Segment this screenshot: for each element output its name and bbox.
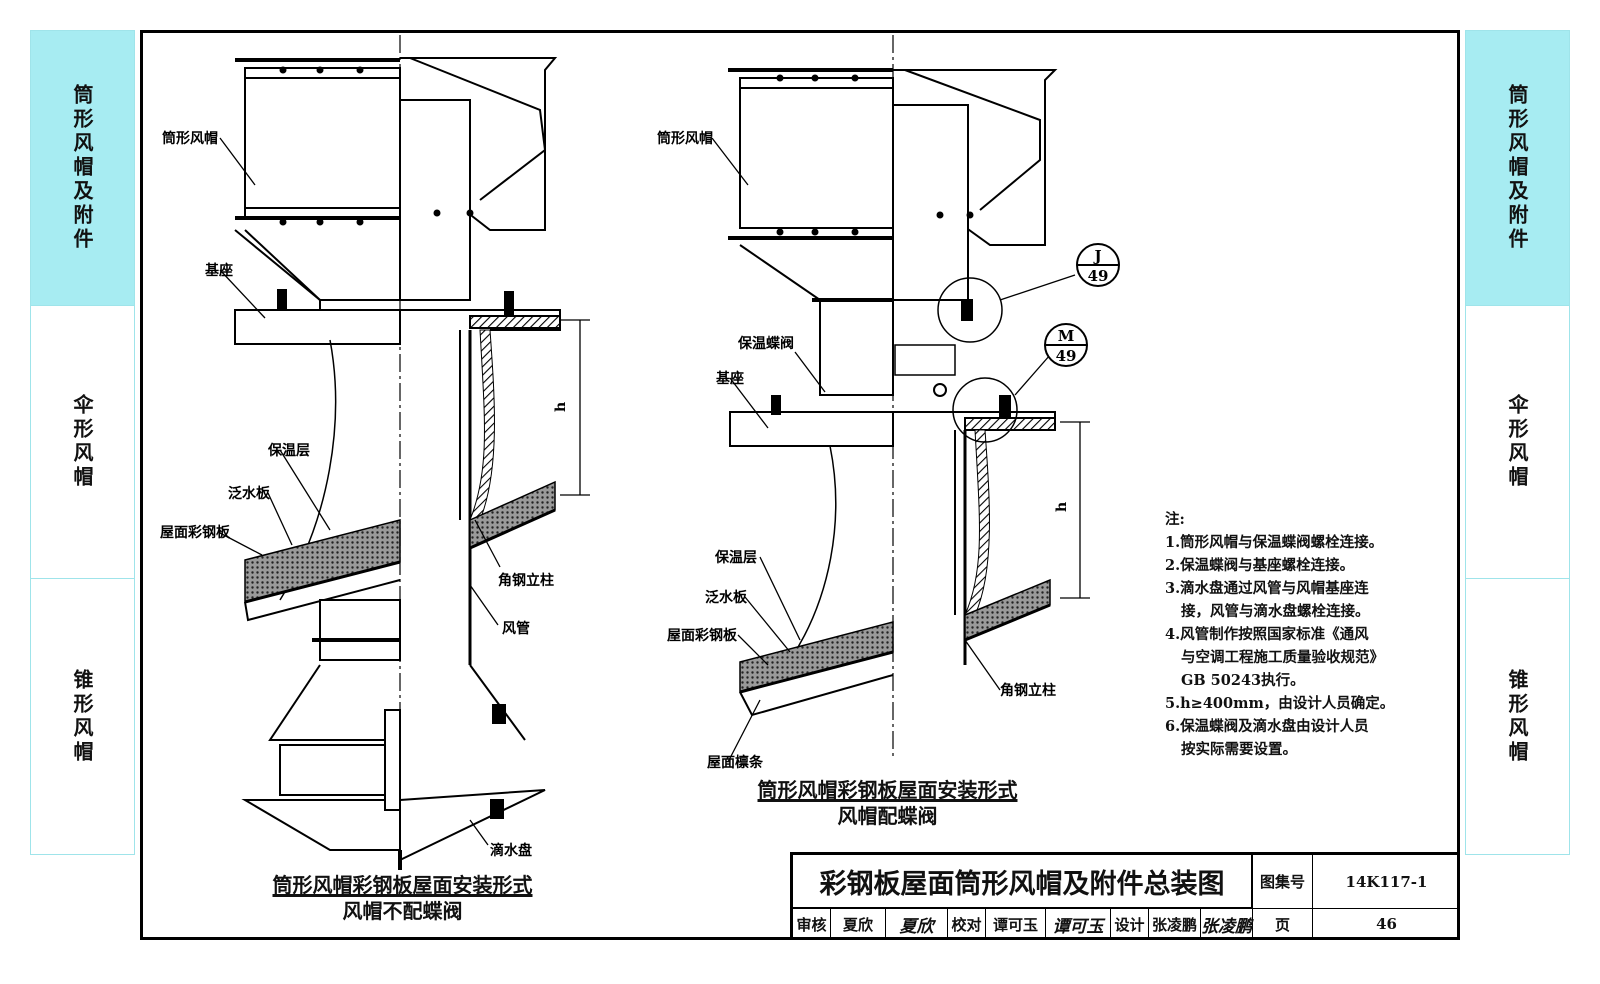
right-label-base: 基座	[716, 370, 744, 387]
right-label-angle-post: 角钢立柱	[1000, 682, 1056, 699]
left-label-flashing: 泛水板	[228, 485, 271, 502]
detail-j-letter: J	[1092, 247, 1101, 265]
left-label-h: h	[553, 402, 569, 412]
detail-m-letter: M	[1058, 327, 1075, 345]
note-line: 接，风管与滴水盘螺栓连接。	[1181, 603, 1370, 620]
left-label-base: 基座	[205, 262, 233, 279]
side-tab-label: 伞形风帽	[70, 394, 94, 490]
side-tab-label: 筒形风帽及附件	[70, 84, 94, 252]
review-label: 审核	[793, 909, 831, 940]
right-label-insulation: 保温层	[714, 549, 757, 566]
checker-name: 谭可玉	[986, 909, 1046, 940]
left-caption-line2: 风帽不配蝶阀	[342, 899, 463, 923]
reviewer-name: 夏欣	[831, 909, 886, 940]
left-assembly	[219, 35, 590, 870]
note-line: 1.筒形风帽与保温蝶阀螺栓连接。	[1165, 534, 1384, 551]
notes-heading: 注:	[1165, 511, 1185, 528]
note-line: 2.保温蝶阀与基座螺栓连接。	[1165, 557, 1355, 574]
left-label-roof-panel: 屋面彩钢板	[160, 524, 231, 541]
left-label-duct: 风管	[502, 620, 530, 637]
notes: 注: 1.筒形风帽与保温蝶阀螺栓连接。 2.保温蝶阀与基座螺栓连接。 3.滴水盘…	[1165, 508, 1440, 761]
left-label-hood: 筒形风帽	[162, 130, 218, 147]
note-line: 与空调工程施工质量验收规范》	[1181, 649, 1384, 666]
right-label-roof-panel: 屋面彩钢板	[667, 627, 738, 644]
left-label-drip-tray: 滴水盘	[490, 842, 532, 859]
note-line: 4.风管制作按照国家标准《通风	[1165, 626, 1369, 643]
side-tab-cylindrical[interactable]: 筒形风帽及附件	[31, 31, 134, 306]
detail-m-sheet: 49	[1056, 347, 1077, 365]
detail-ref-m: M 49	[1044, 323, 1088, 367]
right-side-tabs: 筒形风帽及附件 伞形风帽 锥形风帽	[1465, 30, 1570, 855]
checker-signature: 谭可玉	[1046, 909, 1111, 940]
left-caption-line1: 筒形风帽彩钢板屋面安装形式	[272, 873, 533, 897]
designer-name: 张凌鹏	[1149, 909, 1201, 940]
atlas-label: 图集号	[1253, 855, 1313, 909]
right-label-flashing: 泛水板	[705, 589, 748, 606]
page-number: 46	[1313, 909, 1460, 940]
side-tab-label: 锥形风帽	[70, 668, 94, 765]
design-label: 设计	[1111, 909, 1149, 940]
right-assembly	[711, 35, 1090, 763]
right-label-hood: 筒形风帽	[657, 130, 713, 147]
side-tab-label: 伞形风帽	[1505, 394, 1529, 490]
left-side-tabs: 筒形风帽及附件 伞形风帽 锥形风帽	[30, 30, 135, 855]
reviewer-signature: 夏欣	[886, 909, 948, 940]
side-tab-conical[interactable]: 锥形风帽	[1466, 579, 1569, 854]
drawing-title: 彩钢板屋面筒形风帽及附件总装图	[793, 855, 1253, 909]
page-label: 页	[1253, 909, 1313, 940]
designer-signature: 张凌鹏	[1201, 909, 1253, 940]
left-label-insulation: 保温层	[267, 442, 310, 459]
note-line: 6.保温蝶阀及滴水盘由设计人员	[1165, 718, 1369, 735]
right-label-damper: 保温蝶阀	[737, 335, 794, 352]
detail-ref-j: J 49	[1076, 243, 1120, 287]
right-caption: 筒形风帽彩钢板屋面安装形式 风帽配蝶阀	[715, 777, 1060, 829]
right-caption-line2: 风帽配蝶阀	[837, 804, 938, 828]
note-line: GB 50243执行。	[1181, 672, 1305, 689]
drawing-frame	[140, 30, 1460, 940]
side-tab-cylindrical[interactable]: 筒形风帽及附件	[1466, 31, 1569, 306]
side-tab-umbrella[interactable]: 伞形风帽	[1466, 306, 1569, 579]
right-caption-line1: 筒形风帽彩钢板屋面安装形式	[757, 778, 1018, 802]
note-line: 按实际需要设置。	[1181, 741, 1297, 758]
right-label-h: h	[1054, 502, 1070, 512]
left-caption: 筒形风帽彩钢板屋面安装形式 风帽不配蝶阀	[230, 872, 575, 924]
check-label: 校对	[948, 909, 986, 940]
side-tab-umbrella[interactable]: 伞形风帽	[31, 306, 134, 579]
title-block: 彩钢板屋面筒形风帽及附件总装图 图集号 14K117-1 审核 夏欣 夏欣 校对…	[790, 852, 1460, 940]
right-label-purlin: 屋面檩条	[707, 754, 764, 771]
atlas-number: 14K117-1	[1313, 855, 1460, 909]
note-line: 3.滴水盘通过风管与风帽基座连	[1165, 580, 1369, 597]
side-tab-label: 锥形风帽	[1505, 668, 1529, 765]
note-line: 5.h≥400mm，由设计人员确定。	[1165, 695, 1395, 712]
side-tab-label: 筒形风帽及附件	[1505, 84, 1529, 252]
left-label-angle-post: 角钢立柱	[498, 572, 554, 589]
detail-j-sheet: 49	[1088, 267, 1109, 285]
side-tab-conical[interactable]: 锥形风帽	[31, 579, 134, 854]
